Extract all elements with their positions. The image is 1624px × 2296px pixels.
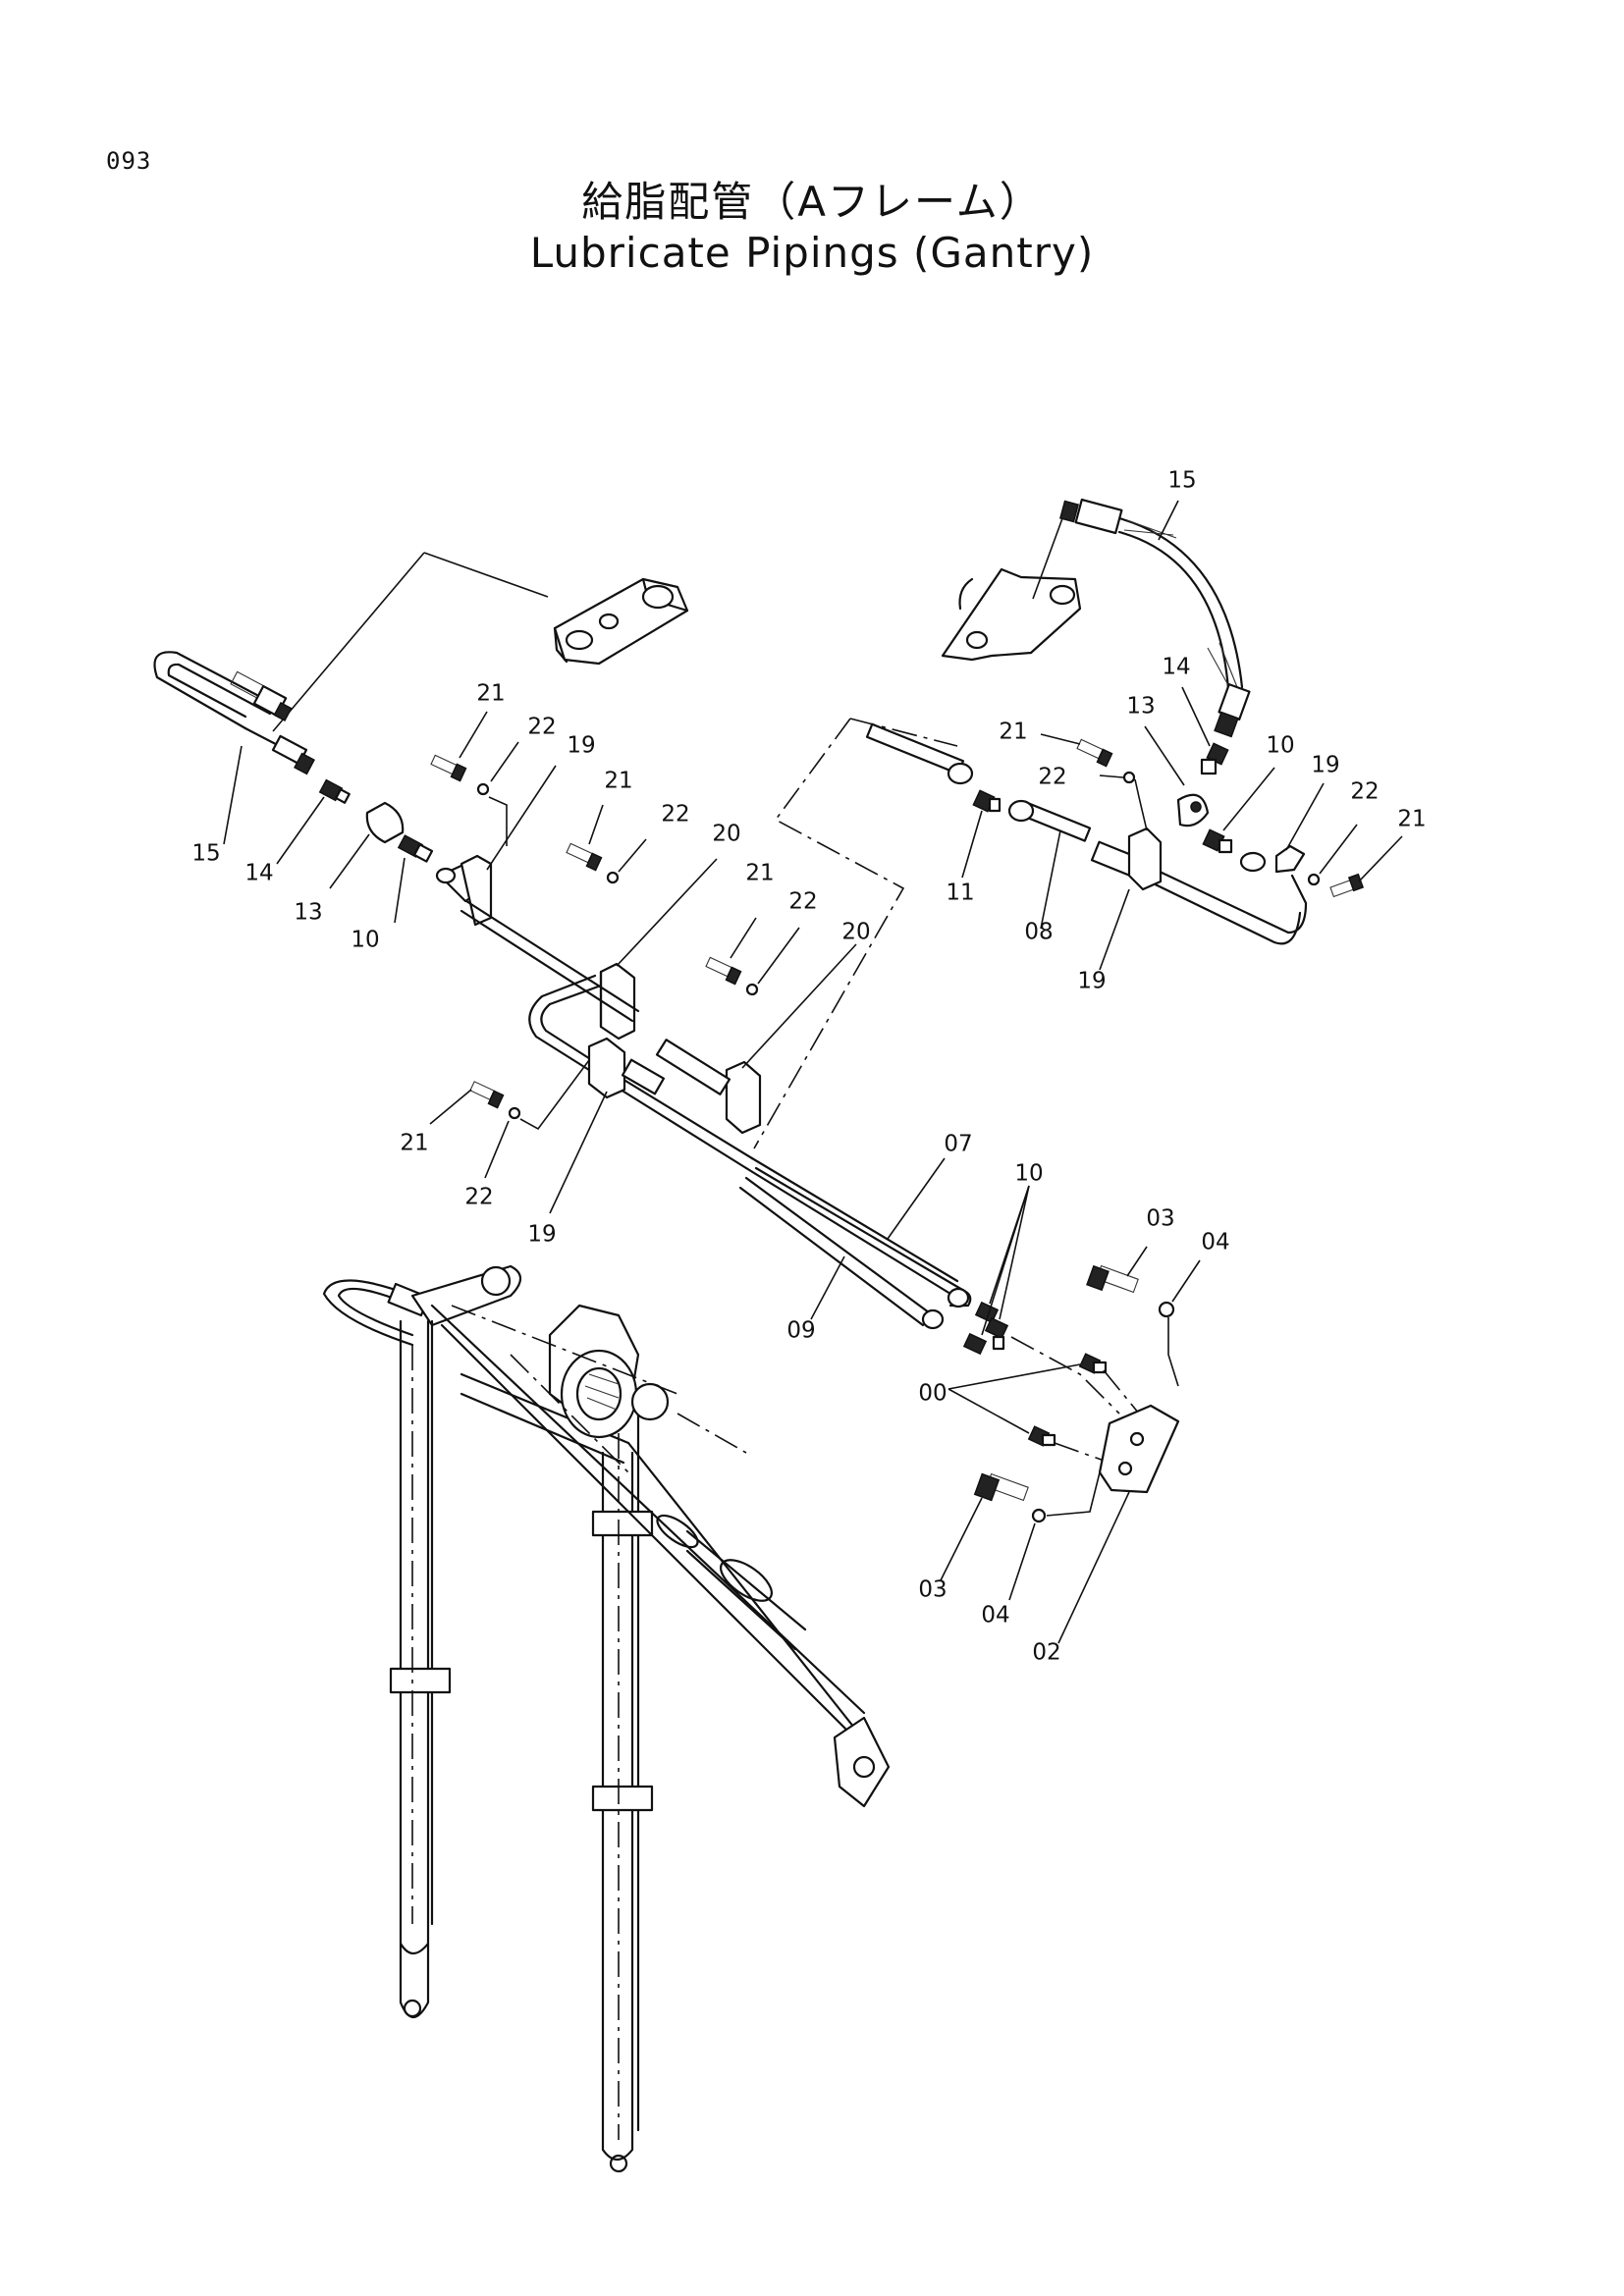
bolt-21-c — [469, 1081, 505, 1109]
callout-label: 22 — [788, 889, 817, 915]
bolt-21-b — [566, 842, 603, 872]
callout-label: 22 — [1038, 765, 1066, 790]
right-fitting-14 — [1200, 742, 1229, 775]
callout-label: 10 — [1266, 733, 1294, 759]
callout-label: 22 — [527, 715, 556, 740]
callout-label: 21 — [476, 681, 505, 707]
callout-label: 13 — [1126, 694, 1155, 720]
callout-label: 10 — [351, 928, 379, 953]
callout-label: 09 — [786, 1318, 815, 1344]
callout-label: 08 — [1024, 920, 1053, 945]
callout-label: 19 — [1311, 753, 1339, 778]
long-pipes-07-09 — [738, 1156, 972, 1330]
left-hose-assembly — [153, 651, 315, 775]
callout-label: 19 — [1077, 969, 1106, 994]
callout-label: 21 — [400, 1131, 428, 1156]
right-cap-13 — [1176, 793, 1210, 828]
pin-08 — [1007, 799, 1092, 842]
callout-label: 19 — [567, 733, 595, 759]
callout-labels: 15 14 13 10 21 22 19 21 22 20 21 22 20 2… — [191, 468, 1426, 1666]
callout-label: 04 — [981, 1603, 1009, 1629]
chain-outline-center — [753, 718, 958, 1149]
left-clamp-19 — [435, 854, 493, 927]
callout-label: 14 — [244, 861, 273, 886]
callout-label: 20 — [841, 920, 870, 945]
grease-nipples-00 — [1027, 1353, 1108, 1447]
right-clamp-19-upper — [1239, 844, 1306, 874]
bolt-21-e — [1329, 873, 1365, 898]
callout-label: 00 — [918, 1381, 947, 1407]
page-number: 093 — [106, 147, 152, 175]
callout-label: 21 — [745, 861, 774, 886]
fittings-10-group — [962, 1301, 1009, 1356]
bolt-21-d — [705, 956, 742, 986]
bracket-plate-02 — [1098, 1404, 1180, 1494]
callout-label: 20 — [712, 822, 740, 847]
callout-label: 22 — [1350, 779, 1379, 805]
left-bracket-fitting — [553, 577, 689, 666]
callout-label: 11 — [946, 881, 974, 906]
left-fitting-14 — [318, 778, 351, 804]
bolt-03-lower — [973, 1472, 1029, 1502]
pipe-clamp-20-upper — [599, 962, 636, 1041]
pin-long-top — [865, 722, 974, 785]
callout-label: 22 — [661, 802, 689, 828]
left-fitting-10 — [397, 834, 434, 863]
callout-label: 21 — [999, 720, 1027, 745]
bolt-03-upper — [1086, 1264, 1139, 1294]
callout-label: 19 — [527, 1222, 556, 1248]
callout-label: 14 — [1162, 655, 1190, 680]
callout-label: 07 — [944, 1132, 972, 1157]
left-cap-13 — [365, 801, 405, 844]
right-bracket-fitting — [941, 567, 1082, 662]
callout-label: 03 — [1146, 1206, 1174, 1232]
callout-label: 10 — [1014, 1161, 1043, 1187]
callout-label: 13 — [294, 900, 322, 926]
right-fitting-10 — [1202, 828, 1233, 854]
callout-label: 22 — [464, 1185, 493, 1210]
callout-label: 15 — [191, 841, 220, 867]
callout-label: 15 — [1167, 468, 1196, 494]
callout-label: 21 — [1397, 807, 1426, 832]
callout-label: 03 — [918, 1577, 947, 1603]
fitting-11 — [972, 789, 1001, 813]
callout-label: 02 — [1032, 1640, 1060, 1666]
page-title-english: Lubricate Pipings (Gantry) — [529, 229, 1095, 277]
gantry-frame — [322, 1264, 891, 2173]
bolt-21-a — [430, 754, 467, 782]
right-hose-15 — [1058, 498, 1251, 738]
pipe-clamp-19-lower — [587, 1037, 666, 1099]
right-pipe-loop — [1090, 840, 1308, 945]
right-clamp-19-lower — [1127, 827, 1163, 891]
page-title-japanese: 給脂配管（Aフレーム） — [581, 178, 1043, 226]
bolt-21-f — [1076, 738, 1113, 768]
callout-label: 04 — [1201, 1230, 1229, 1255]
callout-label: 21 — [604, 769, 632, 794]
pipe-clamp-20-lower — [655, 1039, 762, 1135]
